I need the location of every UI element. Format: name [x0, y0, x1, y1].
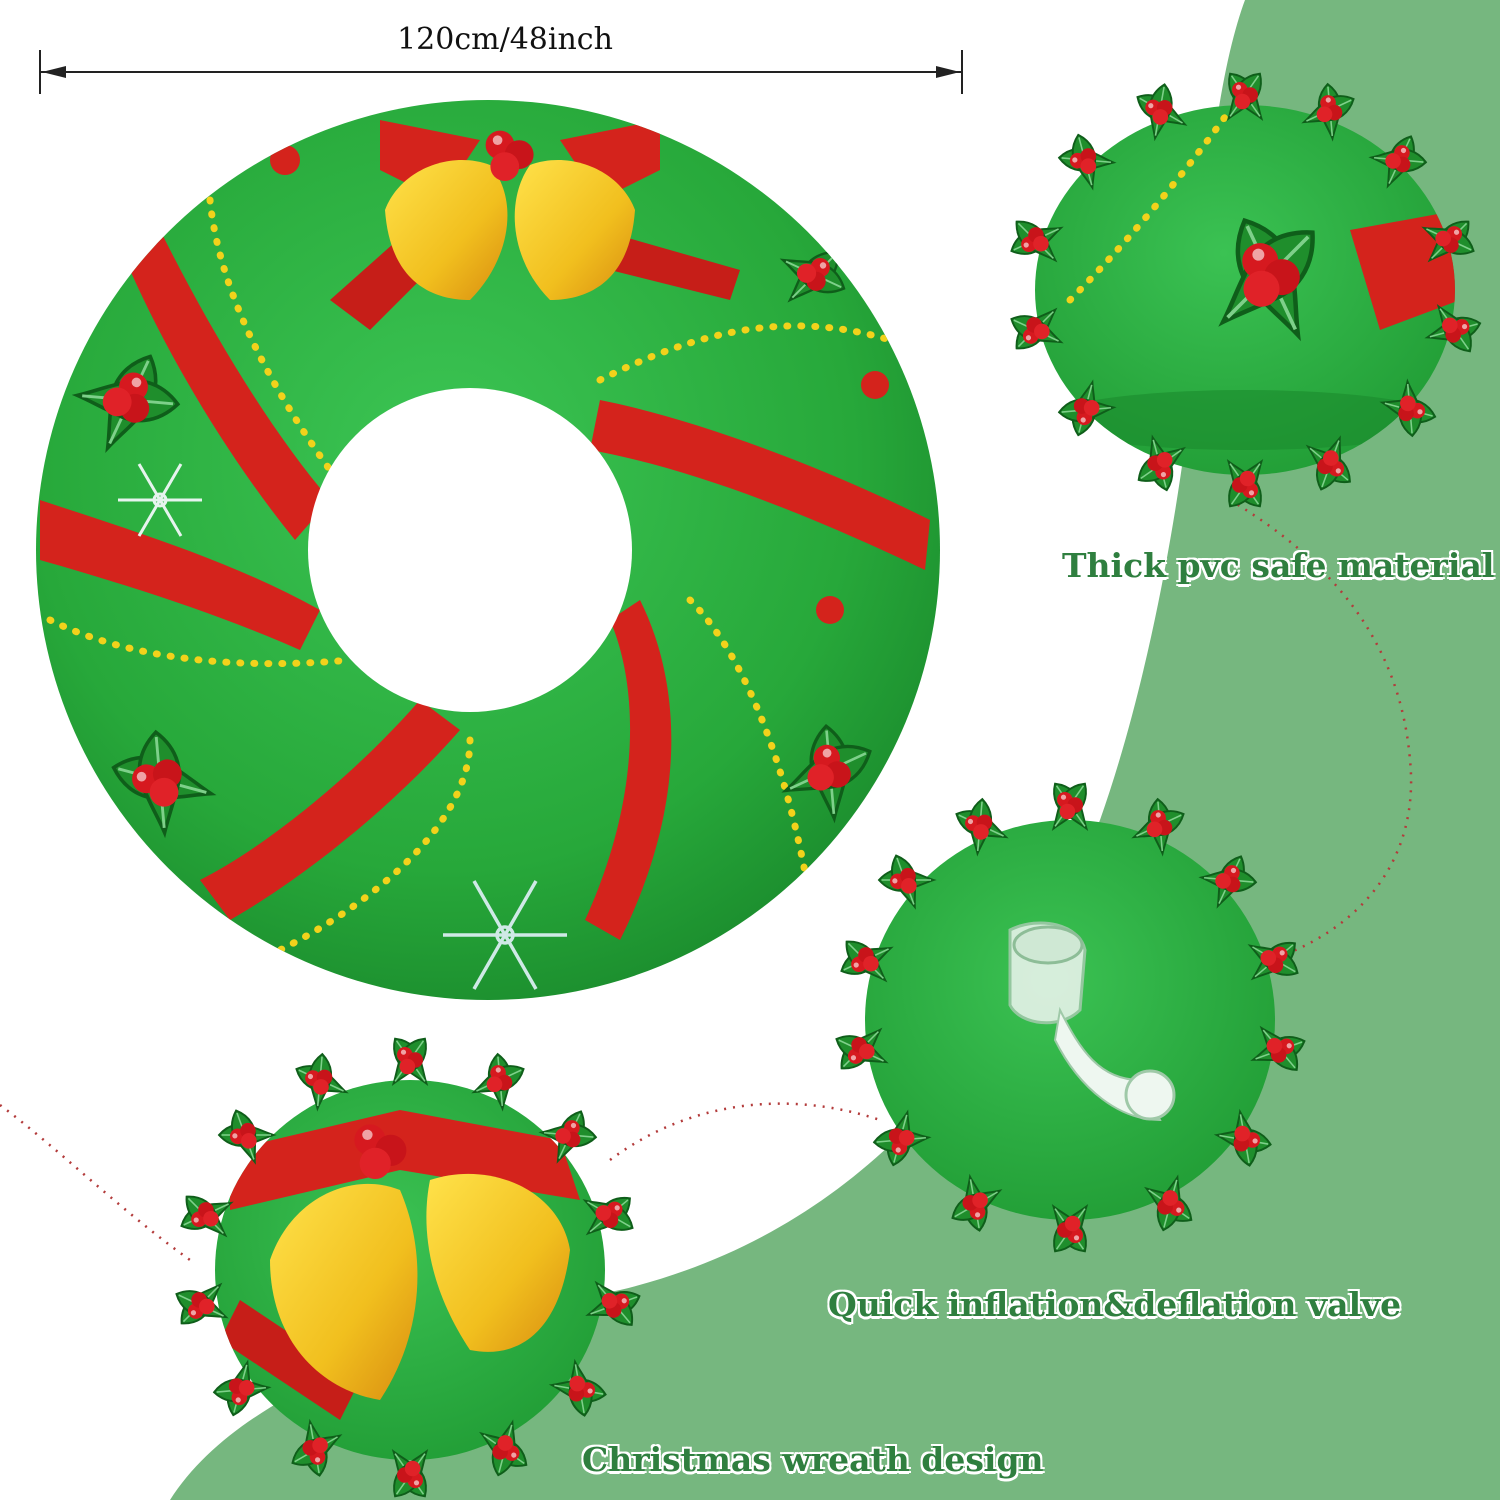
dimension-label: 120cm/48inch	[397, 22, 613, 57]
feature-label-valve: Quick inflation&deflation valve	[828, 1285, 1402, 1324]
feature-label-design: Christmas wreath design	[582, 1440, 1044, 1479]
feature-label-material: Thick pvc safe material	[1062, 546, 1495, 585]
